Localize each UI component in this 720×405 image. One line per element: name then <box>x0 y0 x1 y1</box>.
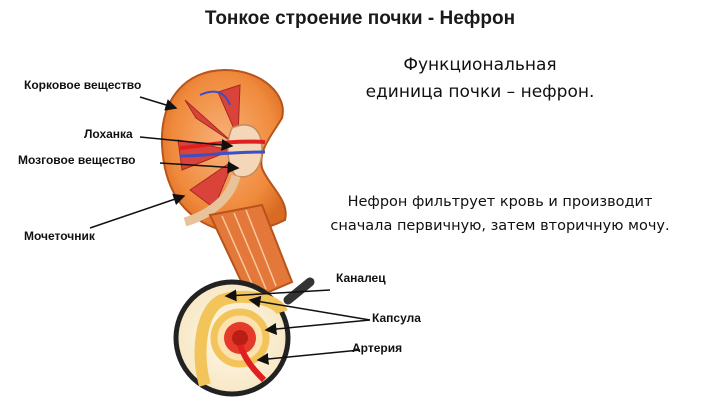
subtitle-line-2: единица почки – нефрон. <box>365 82 595 102</box>
label-artery: Артерия <box>352 341 403 355</box>
description-line-2: сначала первичную, затем вторичную мочу. <box>330 218 670 234</box>
arrow-artery <box>256 349 361 365</box>
afferent-artery <box>237 343 267 383</box>
kidney <box>160 68 294 302</box>
label-capsule: Капсула <box>372 311 421 325</box>
arrow-cortex <box>139 96 178 111</box>
label-tubule: Каналец <box>336 271 386 285</box>
arrow-capsule-1 <box>248 295 371 321</box>
subtitle-line-1: Функциональная <box>403 55 557 75</box>
glomerulus-inner <box>232 330 248 346</box>
renal-vein <box>179 150 266 158</box>
label-pelvis: Лоханка <box>84 127 133 141</box>
arrow-pelvis <box>139 136 234 151</box>
segment-stripes <box>221 209 277 294</box>
ureter <box>183 174 241 227</box>
description: Нефрон фильтрует кровь и производит снач… <box>300 190 700 238</box>
label-ureter: Мочеточник <box>24 229 95 243</box>
magnifier <box>173 277 315 397</box>
arrow-ureter <box>89 193 186 229</box>
arrow-tubule <box>224 289 331 302</box>
page-title: Тонкое строение почки - Нефрон <box>204 8 516 29</box>
arrow-capsule-2 <box>264 319 371 335</box>
renal-artery <box>179 139 266 150</box>
nephron-tubule <box>194 290 288 387</box>
label-cortex: Корковое вещество <box>24 78 142 92</box>
subtitle: Функциональная единица почки – нефрон. <box>330 52 630 106</box>
label-medulla: Мозговое вещество <box>18 153 136 167</box>
cortex-vessel-blue <box>199 90 231 106</box>
description-line-1: Нефрон фильтрует кровь и производит <box>347 194 653 210</box>
magnifier-handle <box>283 277 315 305</box>
callout-arrows <box>89 96 371 365</box>
arrow-medulla <box>159 161 240 174</box>
